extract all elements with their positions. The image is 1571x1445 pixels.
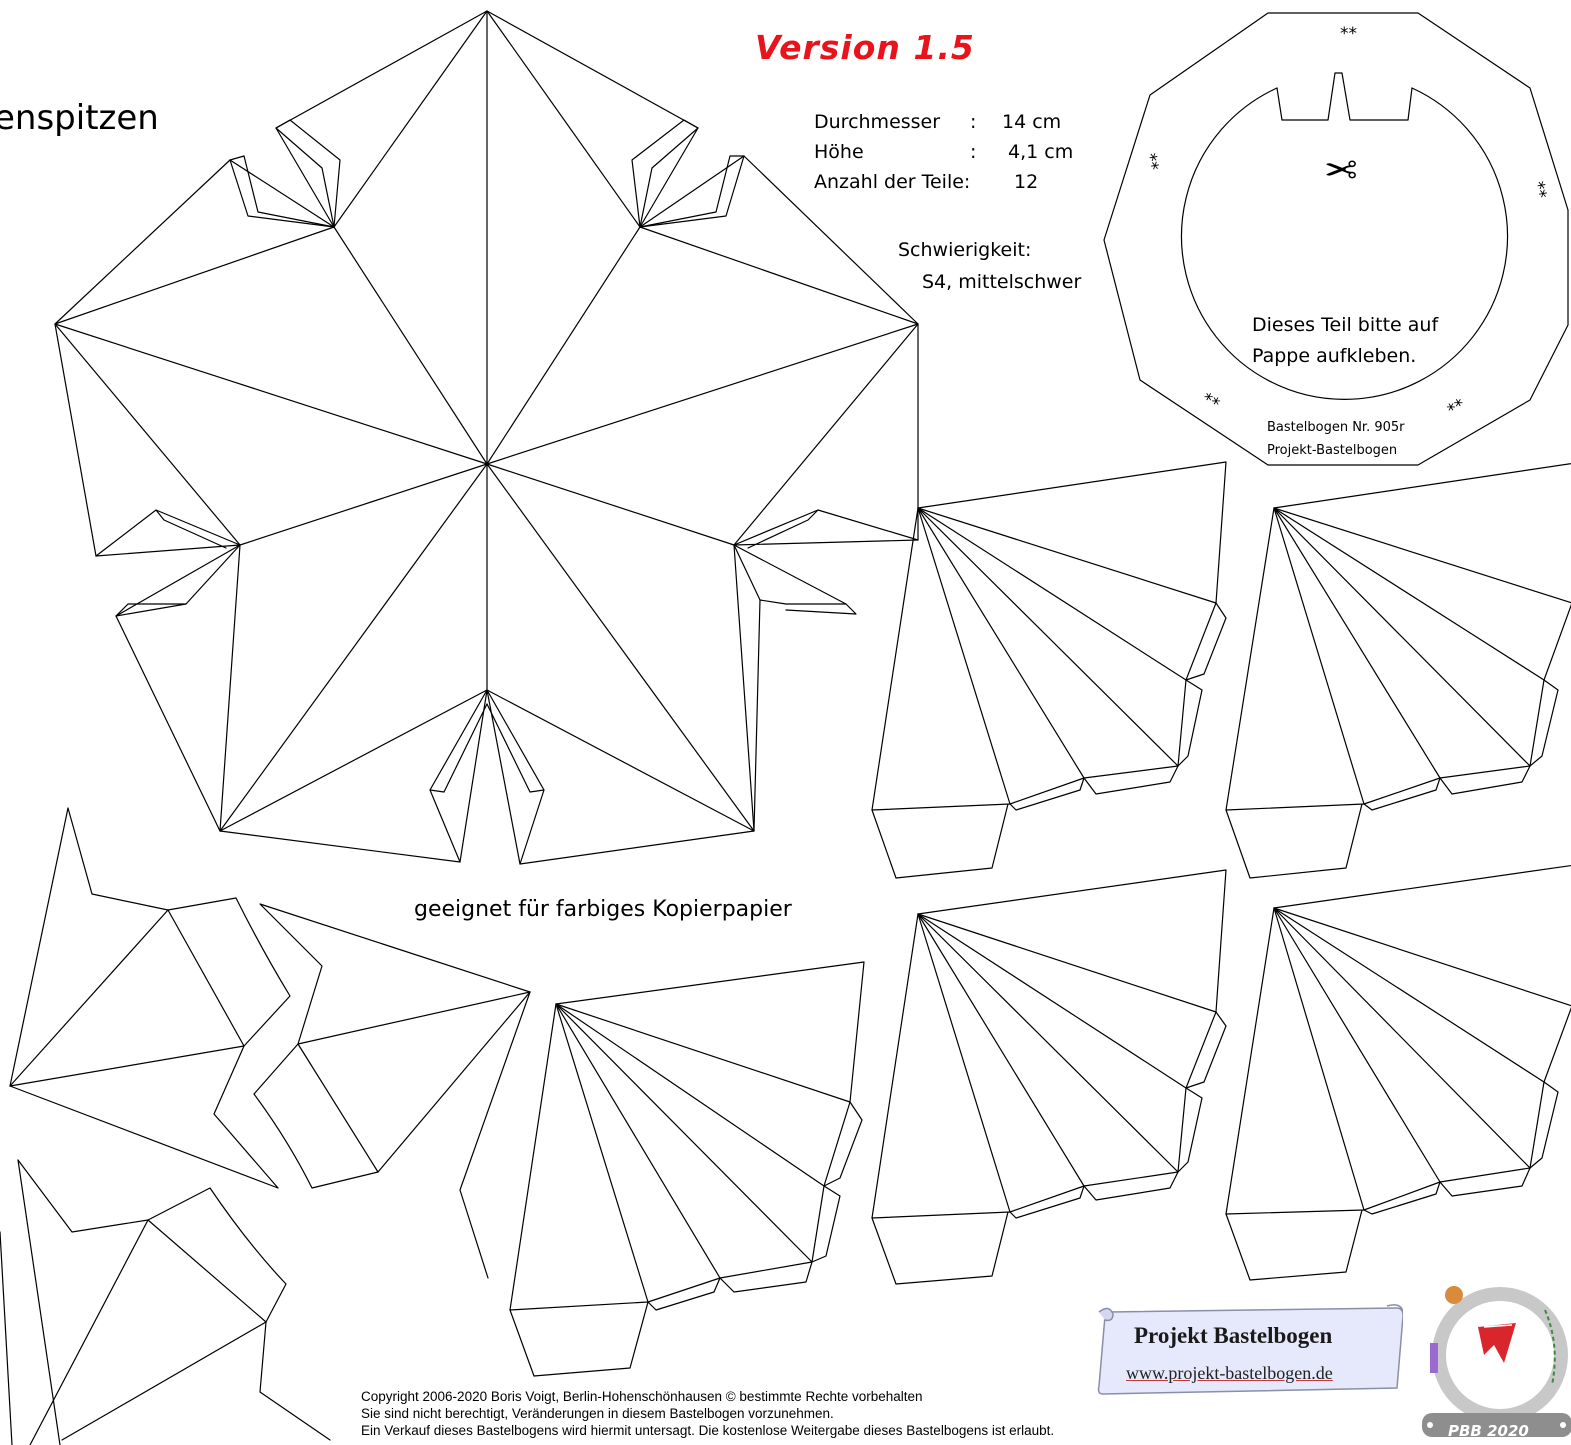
spec-separator: : <box>970 141 977 163</box>
copyright-line: Sie sind nicht berechtigt, Veränderungen… <box>361 1406 834 1421</box>
scissors-icon: ✂ <box>1324 148 1358 194</box>
spec-label: Anzahl der Teile: <box>814 171 971 193</box>
logo-url[interactable]: www.projekt-bastelbogen.de <box>1126 1363 1333 1383</box>
sheet-info: Bastelbogen Nr. 905r Projekt-Bastelbogen <box>1267 416 1405 462</box>
logo-banner <box>1097 1304 1403 1395</box>
difficulty-value: S4, mittelschwer <box>922 271 1082 293</box>
spec-label: Höhe <box>814 141 864 163</box>
note-line: Dieses Teil bitte auf <box>1252 314 1439 336</box>
logo-title: Projekt Bastelbogen <box>1134 1323 1333 1348</box>
copyright-block: Copyright 2006-2020 Boris Voigt, Berlin-… <box>361 1388 1054 1439</box>
segment-net-3 <box>871 869 1227 1285</box>
segment-net-5 <box>509 961 865 1377</box>
point-segment-1 <box>9 807 291 1189</box>
point-segment-3 <box>0 1159 331 1445</box>
spec-value: 12 <box>1014 171 1039 193</box>
point-segment-2 <box>253 903 531 1279</box>
copyright-line: Ein Verkauf dieses Bastelbogens wird hie… <box>361 1423 1055 1438</box>
spec-row-parts: Anzahl der Teile: 12 <box>814 167 1073 197</box>
sheet-source: Projekt-Bastelbogen <box>1267 443 1398 458</box>
note-line: Pappe aufkleben. <box>1252 345 1417 367</box>
copyright-line: Copyright 2006-2020 Boris Voigt, Berlin-… <box>361 1389 923 1404</box>
base-part-note: Dieses Teil bitte auf Pappe aufkleben. <box>1252 310 1438 372</box>
segment-net-4 <box>1225 864 1571 1281</box>
page-title: enspitzen <box>0 98 159 138</box>
base-part <box>1103 12 1569 466</box>
spec-label: Durchmesser <box>814 111 941 133</box>
glue-marker: ** <box>1139 151 1162 173</box>
spec-row-diameter: Durchmesser : 14 cm <box>814 107 1073 137</box>
spec-separator: : <box>970 111 977 133</box>
spec-row-height: Höhe : 4,1 cm <box>814 137 1073 167</box>
segment-net-1 <box>871 461 1227 879</box>
specs-block: Durchmesser : 14 cm Höhe : 4,1 cm Anzahl… <box>814 107 1073 197</box>
segment-net-2 <box>1225 463 1571 879</box>
spec-value: 4,1 cm <box>1008 141 1074 163</box>
difficulty-label: Schwierigkeit: <box>898 239 1032 261</box>
glue-marker: ** <box>1527 179 1550 201</box>
glue-marker: ** <box>1340 24 1357 44</box>
spec-value: 14 cm <box>1002 111 1062 133</box>
version-label: Version 1.5 <box>755 28 975 67</box>
pbb-seal-logo <box>1422 1286 1571 1437</box>
seal-label: PBB 2020 <box>1448 1422 1529 1440</box>
sheet-number: Bastelbogen Nr. 905r <box>1267 420 1405 435</box>
paper-hint: geeignet für farbiges Kopierpapier <box>414 897 792 922</box>
difficulty-block: Schwierigkeit: S4, mittelschwer <box>898 234 1081 298</box>
star-net <box>54 10 919 865</box>
